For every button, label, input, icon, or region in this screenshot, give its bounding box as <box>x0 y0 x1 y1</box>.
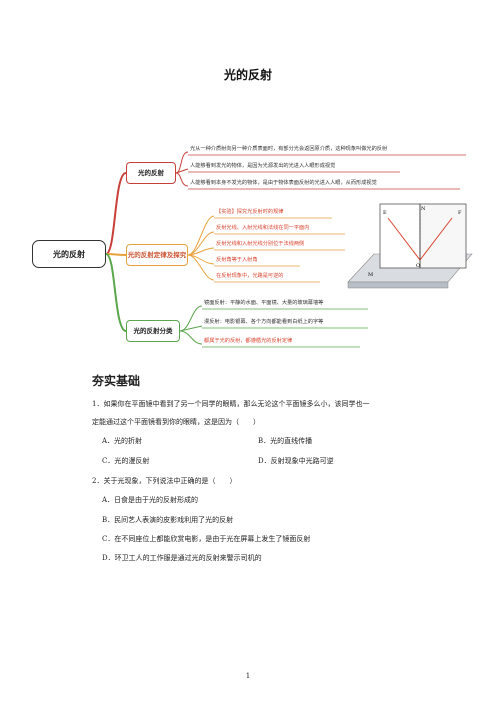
section-heading: 夯实基础 <box>92 374 141 388</box>
branch-reflection: 光的反射 <box>126 162 176 184</box>
label-m: M <box>368 272 373 278</box>
label-e: E <box>383 210 387 216</box>
question-2-line1: 2．关于光现象，下列说法中正确的是（ ） <box>92 477 237 485</box>
option-b: B．光的直线传播 <box>258 437 313 445</box>
leaf-text: 人能够看到本身不发光的物体，是由于物体表面反射的光进入人眼，从而形成视觉 <box>190 180 377 186</box>
leaf-text: 都属于光的反射，都遵循光的反射定律 <box>204 338 293 344</box>
leaf-text: 【实验】探究光反射时的规律 <box>216 209 284 215</box>
reflection-experiment-diagram: E F N O M <box>347 203 473 289</box>
mindmap-root: 光的反射 <box>32 240 106 268</box>
option-b: B．民间艺人表演的皮影戏利用了光的反射 <box>102 516 234 524</box>
label-n: N <box>421 206 426 212</box>
option-c: C．在不同座位上都能欣赏电影，是由于光在屏幕上发生了镜面反射 <box>102 535 311 543</box>
leaf-text: 反射光线、入射光线和法线在同一平面内 <box>216 225 310 231</box>
leaf-text: 漫反射：电影银幕、各个方向都能看到白纸上的字等 <box>204 319 324 325</box>
leaf-text: 在反射现象中，光路是可逆的 <box>216 273 284 279</box>
option-a: A．日食是由于光的反射形成的 <box>102 496 199 504</box>
option-c: C．光的漫反射 <box>102 457 150 465</box>
question-1-line1: 1．如果你在平面镜中看到了另一个同学的眼睛，那么无论这个平面镜多么小，该同学也一 <box>92 400 370 408</box>
label-f: F <box>458 210 462 216</box>
option-a: A．光的折射 <box>102 437 143 445</box>
branch-classification: 光的反射分类 <box>126 320 180 342</box>
leaf-text: 光从一种介质射向另一种介质表面时，有部分光会返回原介质，这种现象叫做光的反射 <box>190 146 388 152</box>
page-number: 1 <box>245 672 251 680</box>
leaf-text: 反射角等于入射角 <box>216 257 258 263</box>
label-o: O <box>416 263 420 269</box>
branch-law: 光的反射定律及探究 <box>126 244 188 266</box>
page-title: 光的反射 <box>223 68 272 82</box>
question-1-line2: 定能通过这个平面镜看到你的眼睛，这是因为（ ） <box>92 418 260 426</box>
leaf-text: 镜面反射：平静的水面、平面镜、大量的玻璃幕墙等 <box>204 300 324 306</box>
leaf-text: 人能够看到发光的物体，是因为光源发出的光进入人眼形成视觉 <box>190 163 336 169</box>
option-d: D．反射现象中光路可逆 <box>258 457 334 465</box>
leaf-text: 反射光线和入射光线分别位于法线两侧 <box>216 241 305 247</box>
option-d: D．环卫工人的工作服是通过光的反射来警示司机的 <box>102 554 262 562</box>
